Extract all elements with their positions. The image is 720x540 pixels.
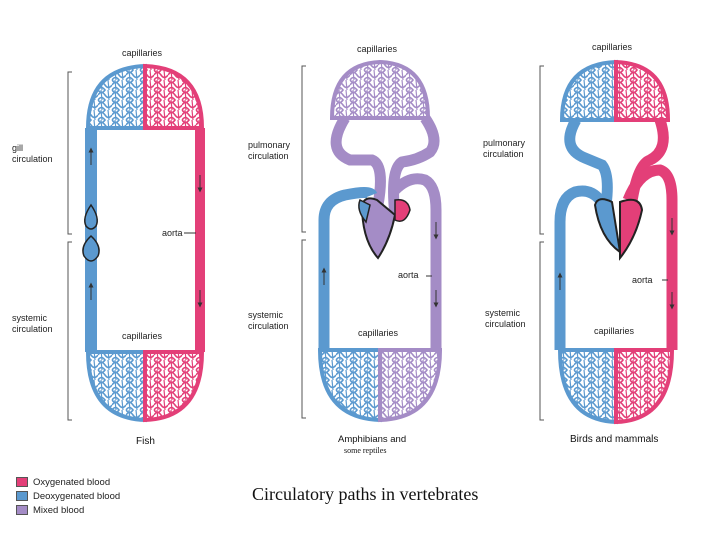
gill-bracket [67, 71, 72, 235]
amphibian-capillaries-bottom-label: capillaries [358, 328, 399, 338]
systemic-bracket [539, 241, 544, 421]
amphibian-panel-title-line2: some reptiles [344, 446, 387, 455]
amphibian-panel-title-line1: Amphibians and [338, 434, 407, 445]
amphibian-bottom-capillaries [317, 348, 443, 423]
pulmonary-bracket [539, 65, 544, 235]
fish-bottom-capillaries [85, 350, 205, 423]
amphibian-systemic-circulation-label: systemic circulation [248, 310, 289, 331]
fish-systemic-circulation-label: systemic circulation [12, 313, 53, 334]
legend-item-oxygenated: Oxygenated blood [16, 476, 110, 488]
pulmonary-vein [388, 114, 440, 216]
pulmonary-artery [564, 117, 613, 206]
amphibian-vena-cava [318, 187, 378, 350]
amphibian-aorta [391, 173, 442, 350]
mammal-capillaries-top-label: capillaries [592, 42, 633, 52]
mammal-circuit [539, 59, 678, 425]
fish-gill-circulation-label: gill circulation [12, 143, 53, 164]
amphibian-lung-capillaries [329, 59, 431, 120]
mammal-vena-cava [554, 185, 605, 350]
amphibian-circuit [301, 59, 443, 423]
fish-capillaries-bottom-label: capillaries [122, 331, 163, 341]
mammal-lung-capillaries [559, 59, 671, 122]
mammal-panel-title: Birds and mammals [570, 434, 659, 445]
amphibian-pulmonary-circulation-label: pulmonary circulation [248, 140, 291, 161]
mammal-bottom-capillaries [557, 348, 675, 425]
legend-label: Oxygenated blood [33, 476, 111, 488]
fish-heart [82, 203, 100, 262]
fish-aorta-label: aorta [162, 228, 183, 238]
fish-circuit [67, 63, 205, 423]
pulmonary-artery [330, 115, 386, 206]
systemic-bracket [67, 241, 72, 421]
mammal-aorta-label: aorta [632, 275, 653, 285]
amphibian-heart [358, 197, 411, 260]
mammal-pulmonary-circulation-label: pulmonary circulation [483, 138, 526, 159]
legend-item-deoxygenated: Deoxygenated blood [16, 490, 120, 502]
mammal-capillaries-bottom-label: capillaries [594, 326, 635, 336]
legend-swatch-oxygenated [16, 477, 28, 487]
fish-top-capillaries [85, 63, 205, 130]
legend-swatch-deoxygenated [16, 491, 28, 501]
legend-label: Deoxygenated blood [33, 490, 121, 502]
amphibian-aorta-label: aorta [398, 270, 419, 280]
fish-capillaries-top-label: capillaries [122, 48, 163, 58]
fish-panel-title: Fish [136, 436, 155, 447]
mammal-systemic-circulation-label: systemic circulation [485, 308, 526, 329]
legend-swatch-mixed [16, 505, 28, 515]
mammal-aorta [622, 164, 678, 350]
legend-label: Mixed blood [33, 504, 85, 516]
main-title: Circulatory paths in vertebrates [252, 484, 479, 504]
mammal-heart [593, 198, 644, 261]
legend-item-mixed: Mixed blood [16, 504, 84, 516]
systemic-bracket [301, 239, 306, 419]
pulmonary-bracket [301, 65, 306, 233]
amphibian-capillaries-top-label: capillaries [357, 44, 398, 54]
